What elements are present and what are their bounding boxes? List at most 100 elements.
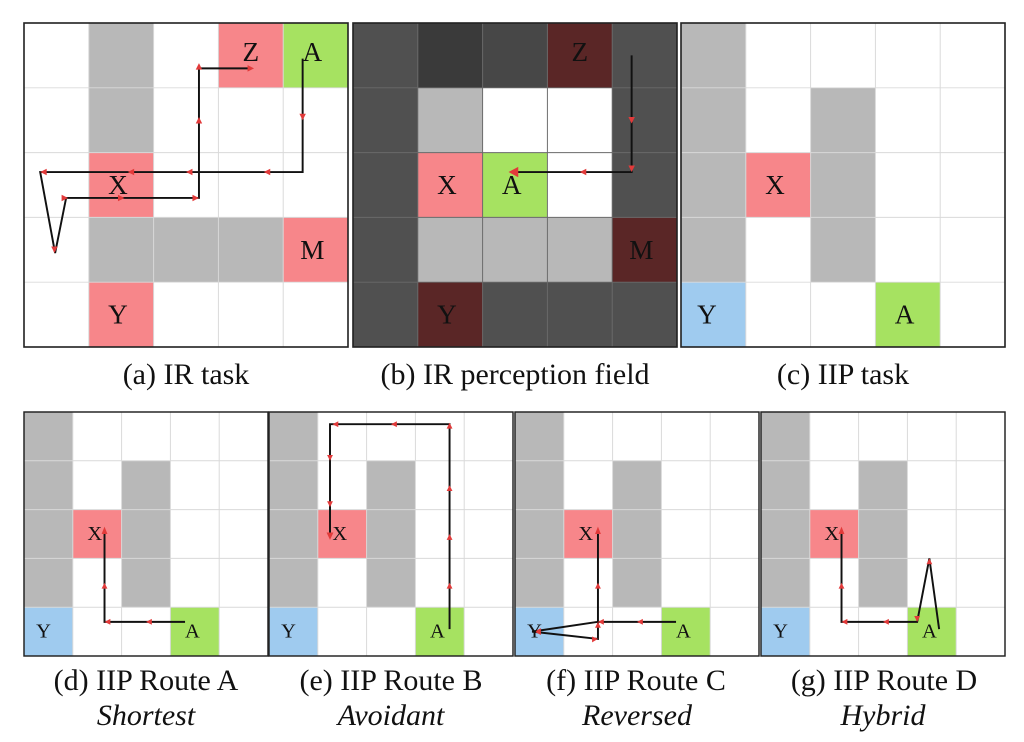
label-x: X: [765, 170, 785, 200]
wall-cell: [858, 460, 908, 608]
goal-cell-z: [218, 23, 284, 88]
route-arrow-marker: [40, 168, 47, 176]
route-arrow-marker: [127, 168, 135, 176]
wall-cell: [121, 460, 171, 608]
start-cell-a: [283, 23, 348, 88]
route-arrow-marker: [186, 168, 193, 176]
start-cell-a: [415, 607, 465, 656]
route-arrow-marker: [628, 116, 635, 124]
goal-cell-m: [283, 217, 348, 283]
goal-cell-x: [745, 152, 811, 218]
route-arrow-marker: [628, 165, 635, 173]
label-y: Y: [108, 300, 128, 330]
panel-border: [352, 22, 678, 348]
dark-goal-m: [612, 217, 677, 283]
route-arrow-marker: [446, 534, 453, 540]
dark-cell: [482, 23, 548, 88]
route-arrow-marker: [192, 194, 199, 202]
wall-cell: [417, 217, 613, 283]
goal-cell-y: [761, 607, 810, 656]
label-y: Y: [773, 621, 788, 643]
label-y: Y: [281, 621, 296, 643]
goal-cell-y: [681, 282, 746, 347]
route-arrow-marker: [263, 168, 271, 176]
wall-cell: [417, 87, 483, 153]
route-arrow-marker: [332, 421, 339, 428]
label-a: A: [502, 170, 522, 200]
grid-route-b: X Y A: [268, 411, 514, 657]
goal-cell-y: [88, 282, 154, 347]
route-arrow-marker: [299, 113, 306, 121]
goal-cell-x: [809, 509, 859, 559]
route-arrow-marker: [104, 618, 111, 625]
grid-ir-perception: Z X A M Y: [352, 22, 678, 348]
dark-wall-cell: [417, 23, 483, 88]
panel-border: [23, 411, 269, 657]
label-y: Y: [527, 621, 542, 643]
label-m: M: [300, 235, 324, 265]
route-arrow-marker: [883, 618, 889, 625]
label-x: X: [578, 523, 593, 545]
label-z: Z: [242, 37, 259, 67]
subtitle-route-a: Shortest: [96, 699, 196, 732]
subtitle-route-d: Hybrid: [840, 699, 926, 732]
route-arrow-marker: [841, 618, 848, 625]
label-m: M: [629, 235, 653, 265]
route-arrow-marker: [327, 454, 333, 461]
route-path: [101, 526, 186, 625]
panel-iip-route-a: X Y A: [23, 411, 269, 657]
panel-border: [760, 411, 1006, 657]
label-a: A: [922, 621, 937, 643]
grid-route-d: X Y A: [760, 411, 1006, 657]
label-x: X: [87, 523, 102, 545]
subtitle-route-b: Avoidant: [337, 699, 445, 732]
route-arrow-marker: [247, 65, 255, 72]
route-arrow-marker: [446, 485, 453, 492]
goal-cell-x: [563, 509, 613, 559]
panel-iip-task: X Y A: [680, 22, 1006, 348]
panel-border: [23, 22, 349, 348]
route-arrow-marker: [146, 618, 152, 625]
caption-iip-route-c: (f) IIP Route C: [546, 664, 726, 697]
route-arrow-marker: [597, 618, 604, 625]
grid-ir-task: Z A X M Y: [23, 22, 349, 348]
label-x: X: [824, 523, 839, 545]
goal-cell-x: [317, 509, 367, 559]
start-cell-a: [661, 607, 711, 656]
start-cell-a: [907, 607, 957, 656]
grid-lines: [353, 23, 677, 347]
wall-cell: [612, 460, 662, 608]
caption-iip-route-b: (e) IIP Route B: [299, 664, 483, 697]
start-cell-a: [170, 607, 220, 656]
grid-lines: [24, 23, 348, 347]
route-arrow-marker: [446, 422, 453, 429]
route-arrow-marker: [101, 582, 108, 589]
panel-iip-route-c: X Y A: [514, 411, 760, 657]
grid-lines: [515, 412, 759, 656]
route-arrow-marker: [534, 628, 541, 636]
route-arrow-marker: [195, 63, 203, 70]
grid-iip-task: X Y A: [680, 22, 1006, 348]
wall-cell: [88, 217, 284, 283]
wall-cell: [810, 87, 876, 283]
goal-cell-y: [269, 607, 318, 656]
grid-lines: [24, 412, 268, 656]
panel-border: [680, 22, 1006, 348]
route-path: [838, 526, 941, 630]
route-path: [508, 55, 635, 178]
panel-border: [268, 411, 514, 657]
route-path: [531, 526, 677, 643]
label-a: A: [185, 621, 200, 643]
route-arrow-marker: [579, 168, 587, 176]
route-arrow-marker: [592, 636, 598, 643]
panel-ir-task: Z A X M Y: [23, 22, 349, 348]
label-x: X: [108, 170, 128, 200]
route-path: [39, 58, 306, 254]
route-arrow-marker: [446, 582, 453, 589]
route-arrow-marker: [327, 501, 333, 508]
label-a: A: [676, 621, 691, 643]
route-arrow-marker: [595, 621, 601, 628]
subtitle-route-c: Reversed: [582, 699, 692, 732]
goal-cell-y: [24, 607, 73, 656]
route-arrow-marker: [838, 526, 845, 534]
